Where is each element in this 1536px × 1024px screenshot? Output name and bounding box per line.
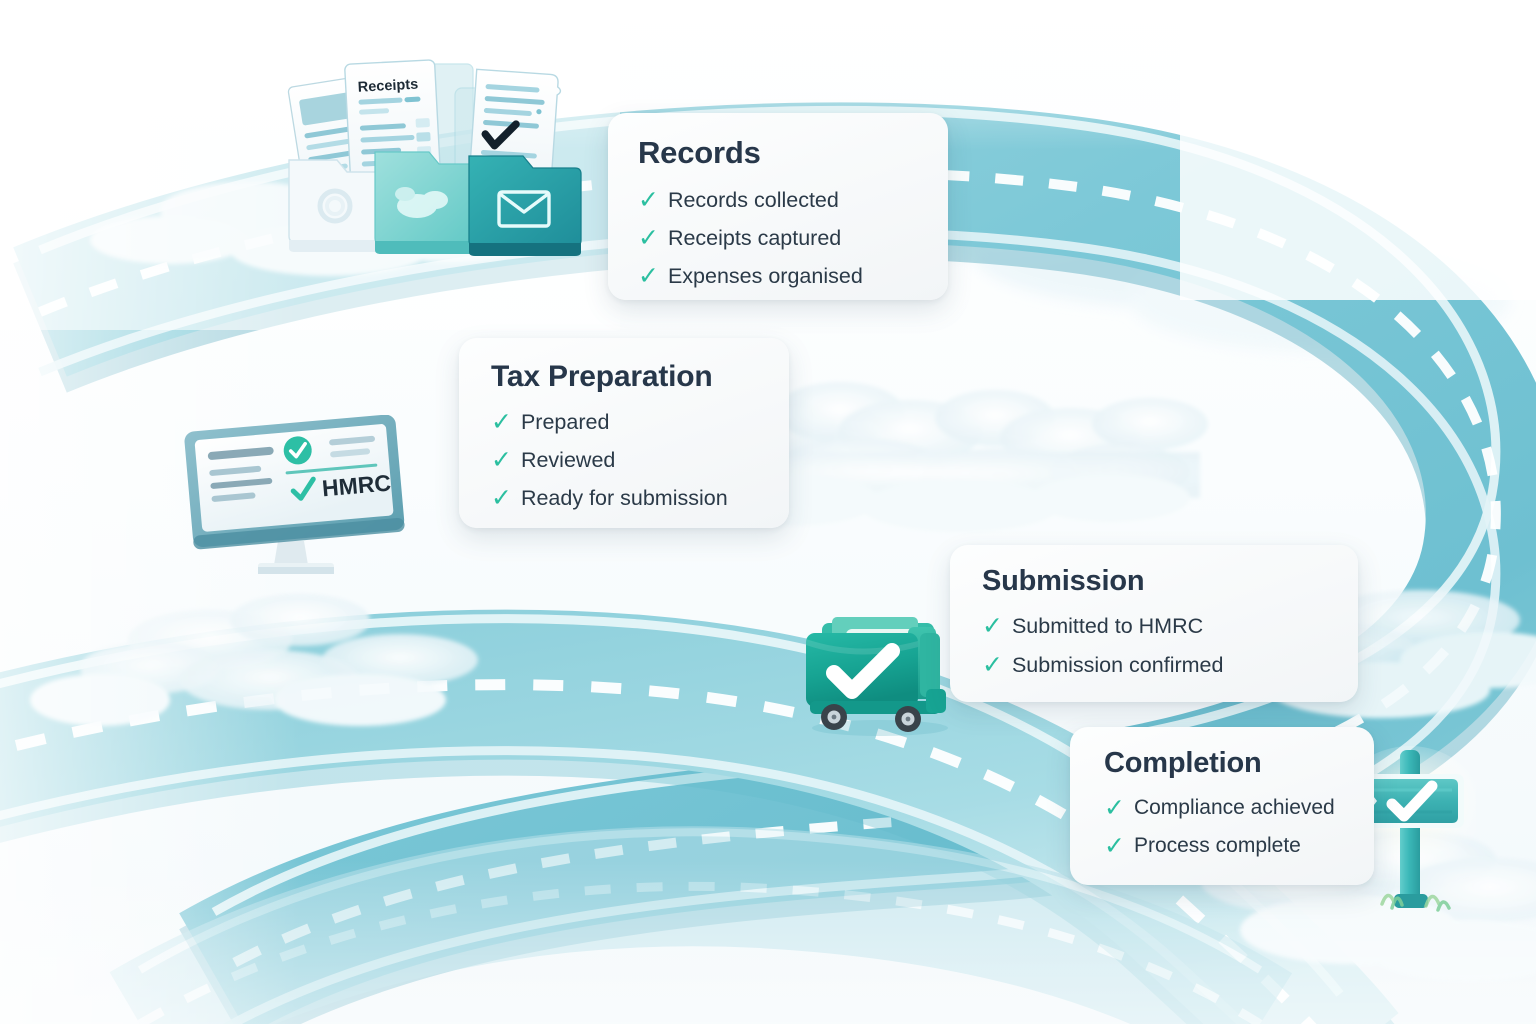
monitor-hmrc-label: HMRC	[321, 469, 392, 501]
checklist-tax-preparation: ✓ Prepared ✓ Reviewed ✓ Ready for submis…	[491, 403, 789, 517]
checklist-item-label: Submitted to HMRC	[1011, 614, 1204, 638]
stage-card-completion[interactable]: Completion ✓ Compliance achieved ✓ Proce…	[1070, 727, 1374, 885]
checklist-item: ✓ Receipts captured	[638, 219, 948, 257]
checklist-item-label: Prepared	[520, 409, 610, 434]
check-icon: ✓	[638, 185, 659, 214]
folder-white	[288, 159, 382, 252]
card-title-submission: Submission	[982, 565, 1145, 597]
cart-front-folder	[806, 633, 918, 707]
folder-teal-light	[374, 151, 478, 254]
checklist-item: ✓ Expenses organised	[638, 257, 948, 295]
document-check-icon	[481, 120, 520, 150]
checklist-item-label: Ready for submission	[520, 485, 728, 510]
checklist-completion: ✓ Compliance achieved ✓ Process complete	[1104, 789, 1374, 865]
signpost-grass	[1380, 893, 1451, 912]
monitor-stand	[258, 541, 334, 574]
cloud-icon	[395, 187, 448, 218]
receipts-document-label: Receipts	[357, 77, 418, 96]
checklist-item-label: Receipts captured	[667, 225, 842, 250]
checklist-item-label: Reviewed	[520, 447, 616, 472]
hmrc-check-icon	[290, 476, 316, 501]
checklist-item-label: Records collected	[667, 187, 839, 212]
checklist-item-label: Compliance achieved	[1133, 796, 1335, 819]
checklist-item-label: Expenses organised	[667, 263, 863, 288]
signpost-check-icon	[1386, 780, 1438, 822]
checklist-item: ✓ Submission confirmed	[982, 646, 1358, 685]
cart-handle	[926, 689, 946, 713]
check-icon: ✓	[1104, 831, 1125, 860]
check-icon: ✓	[491, 445, 512, 474]
stage-card-records[interactable]: Records ✓ Records collected ✓ Receipts c…	[608, 113, 948, 300]
card-title-tax-preparation: Tax Preparation	[491, 360, 713, 393]
checklist-records: ✓ Records collected ✓ Receipts captured …	[638, 181, 948, 295]
cart-wheel-left	[821, 704, 847, 730]
checklist-item: ✓ Prepared	[491, 403, 789, 441]
documents-and-folders-illustration: Receipts	[283, 48, 593, 283]
checklist-item: ✓ Process complete	[1104, 827, 1374, 865]
stage-card-submission[interactable]: Submission ✓ Submitted to HMRC ✓ Submiss…	[950, 545, 1358, 702]
check-icon: ✓	[982, 612, 1003, 640]
signpost-board	[1354, 774, 1464, 828]
checklist-item: ✓ Records collected	[638, 181, 948, 219]
checklist-item: ✓ Submitted to HMRC	[982, 607, 1358, 646]
check-icon: ✓	[982, 651, 1003, 679]
monitor-bezel: HMRC	[184, 415, 405, 550]
checklist-item: ✓ Compliance achieved	[1104, 789, 1374, 827]
card-title-completion: Completion	[1104, 747, 1262, 779]
cart-check-icon	[826, 643, 900, 699]
submission-cart-illustration	[788, 605, 973, 740]
recycle-icon	[317, 188, 353, 224]
checklist-item: ✓ Ready for submission	[491, 479, 789, 517]
checklist-item-label: Process complete	[1133, 834, 1301, 857]
check-icon: ✓	[491, 483, 512, 512]
cart-wheel-right	[895, 706, 921, 732]
check-icon: ✓	[491, 407, 512, 436]
check-icon: ✓	[1104, 793, 1125, 822]
envelope-icon	[497, 190, 551, 228]
folder-teal-dark	[468, 155, 582, 256]
checklist-submission: ✓ Submitted to HMRC ✓ Submission confirm…	[982, 607, 1358, 685]
check-icon: ✓	[638, 223, 659, 252]
checklist-item: ✓ Reviewed	[491, 441, 789, 479]
completion-signpost-illustration	[1348, 738, 1476, 918]
checklist-item-label: Submission confirmed	[1011, 653, 1224, 677]
check-badge-icon	[283, 436, 312, 465]
check-icon: ✓	[638, 261, 659, 290]
stage-card-tax-preparation[interactable]: Tax Preparation ✓ Prepared ✓ Reviewed ✓ …	[459, 338, 789, 528]
card-title-records: Records	[638, 135, 761, 170]
hmrc-monitor-illustration: HMRC	[182, 415, 417, 585]
